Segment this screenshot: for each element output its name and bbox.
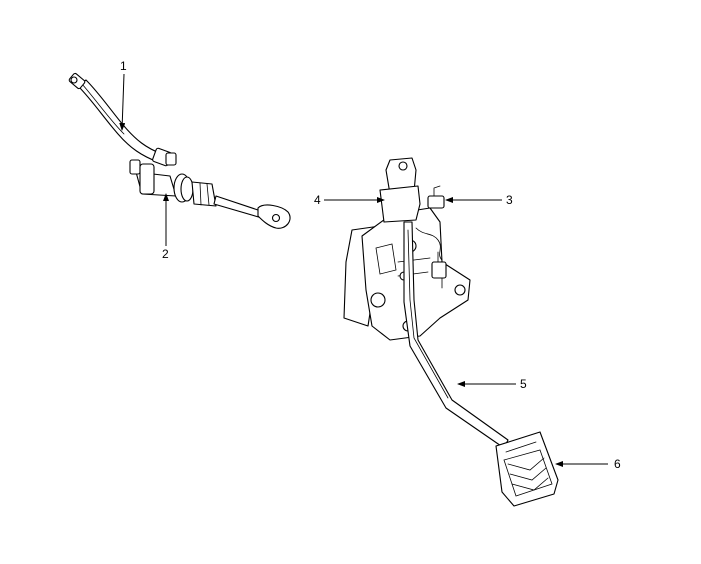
callout-label-6: 6 bbox=[614, 457, 621, 471]
callout-label-1: 1 bbox=[120, 59, 127, 73]
callout-label-2: 2 bbox=[162, 247, 169, 261]
callout-label-5: 5 bbox=[520, 377, 527, 391]
clutch-hose-and-master-cylinder-drawing bbox=[68, 72, 291, 229]
callout-label-4: 4 bbox=[314, 193, 321, 207]
callout-leader-1 bbox=[119, 73, 126, 131]
clutch-pedal-assembly-drawing bbox=[343, 157, 559, 507]
callout-label-3: 3 bbox=[506, 193, 513, 207]
